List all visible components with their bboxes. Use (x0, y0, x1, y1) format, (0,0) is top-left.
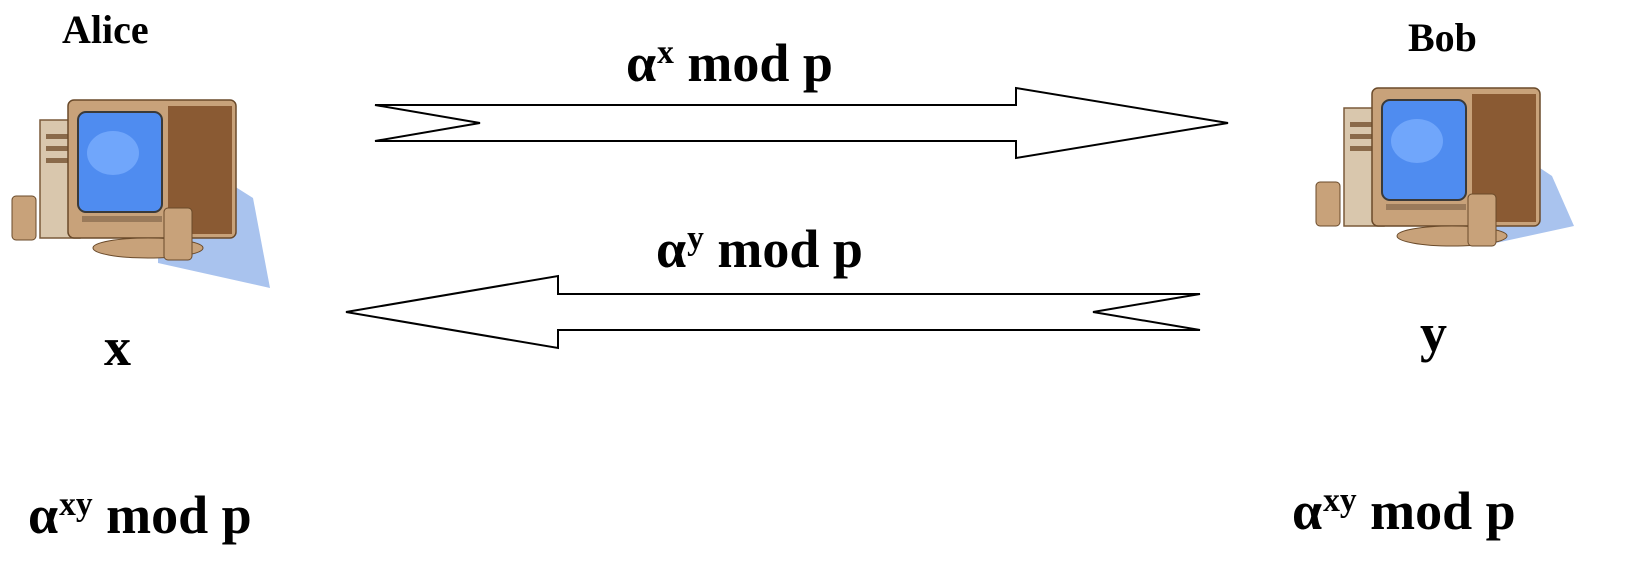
bob-name: Bob (1408, 15, 1477, 60)
alice-result-tail: mod p (92, 485, 252, 545)
right-speaker (1467, 193, 1497, 247)
alice-result-exponent: xy (59, 485, 93, 523)
message-2-base: α (656, 219, 687, 279)
right-speaker (163, 207, 193, 261)
alice-secret: x (104, 317, 131, 377)
message-alice-to-bob: αx mod p (626, 33, 833, 93)
message-2-tail: mod p (703, 219, 863, 279)
alice-result-base: α (28, 485, 59, 545)
bob-shared-key: αxy mod p (1292, 481, 1516, 541)
bob-result-base: α (1292, 481, 1323, 541)
right-arrow-shape (374, 86, 1229, 160)
alice-computer-icon (11, 99, 270, 288)
bob-result-exponent: xy (1323, 481, 1357, 519)
left-speaker (1315, 181, 1341, 227)
message-1-base: α (626, 33, 657, 93)
message-bob-to-alice: αy mod p (656, 219, 863, 279)
bob-computer-icon (1315, 87, 1574, 247)
left-arrow-shape (345, 274, 1201, 350)
left-speaker (11, 195, 37, 241)
bob-secret: y (1420, 303, 1447, 363)
message-1-exponent: x (657, 33, 674, 71)
bob-result-tail: mod p (1356, 481, 1516, 541)
alice-shared-key: αxy mod p (28, 485, 252, 545)
message-1-tail: mod p (673, 33, 833, 93)
message-2-exponent: y (687, 219, 704, 257)
alice-name: Alice (62, 7, 149, 52)
